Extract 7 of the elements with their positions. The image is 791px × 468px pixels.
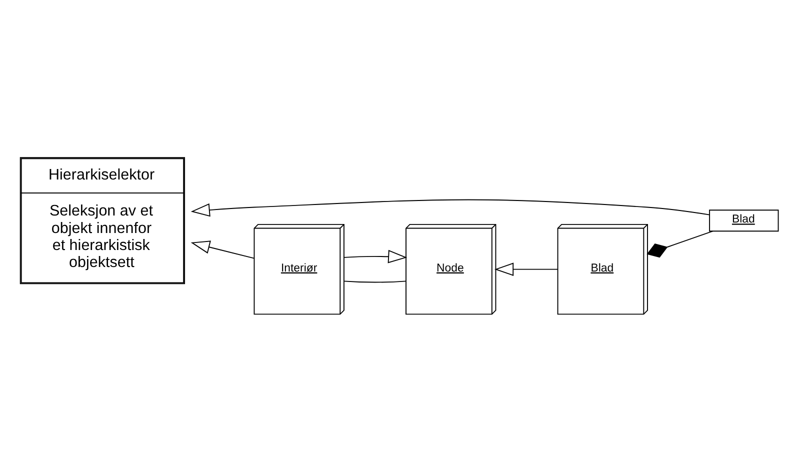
- connector: [646, 230, 714, 258]
- arrow: [190, 240, 255, 259]
- arrow: [344, 250, 408, 264]
- node-box: Blad: [709, 210, 779, 232]
- arrow: [190, 199, 710, 217]
- connector: [344, 280, 406, 283]
- arrow: [494, 262, 558, 276]
